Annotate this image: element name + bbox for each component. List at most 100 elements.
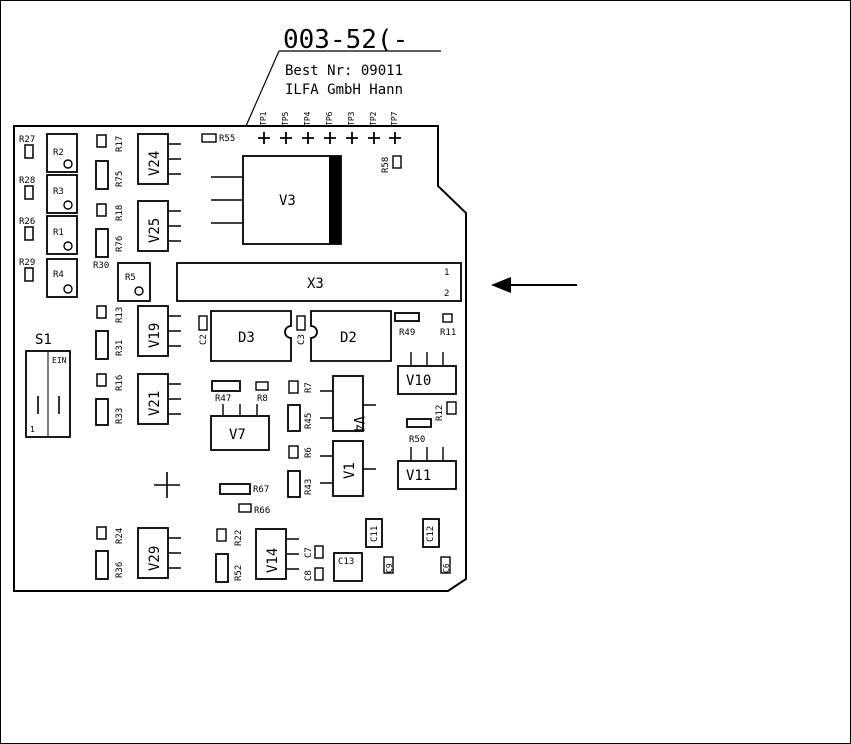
switch-s1: S1 EIN 1 [26,332,70,437]
v4-pins [320,391,376,418]
r16-label: R16 [115,375,125,391]
r5-label: R5 [125,273,136,283]
r55-body [202,134,216,142]
r16-body [97,374,106,386]
diode-packages: C2 D3 C3 D2 [199,311,391,361]
v21-label: V21 [147,391,163,416]
r4-label: R4 [53,270,64,280]
v10-label: V10 [406,373,431,389]
c9-label: C9 [385,563,394,573]
c11-label: C11 [370,526,380,542]
v29-pins [168,538,181,568]
tp4-label: TP4 [303,111,312,126]
r18-body [97,204,106,216]
r29-body [25,268,33,281]
r58-label: R58 [381,157,391,173]
transistor-packages: V24 V25 V19 V21 V29 [138,134,181,578]
v11-label: V11 [406,468,431,484]
r43-label: R43 [304,479,314,495]
v3-pins [211,177,243,223]
v14-pins [286,539,299,569]
c8-label: C8 [304,570,314,581]
x3-pin1: 1 [444,268,449,278]
arrow-head [491,277,511,293]
r22-body [217,529,226,541]
v25-label: V25 [147,218,163,243]
center-cluster: R47 R8 V7 R7 R45 V4 R6 R43 V1 [154,376,376,498]
test-points: TP1 TP5 TP4 TP6 TP3 TP2 TP7 [258,111,401,144]
d2-label: D2 [340,330,357,346]
r49-label: R49 [399,328,415,338]
r43-body [288,471,300,497]
r31-body [96,331,108,359]
r18-label: R18 [115,205,125,221]
r45-body [288,405,300,431]
c3-label: C3 [297,334,307,345]
r50-body [407,419,431,427]
v24-pins [168,144,181,174]
c12-label: C12 [426,526,436,542]
r26-label: R26 [19,217,35,227]
r75-label: R75 [115,171,125,187]
bottom-cluster: R67 R66 R22 R52 V14 C7 C8 C13 C11 C12 C9… [216,484,451,582]
r6-body [289,446,298,458]
r30-label: R30 [93,261,109,271]
r11-label: R11 [440,328,456,338]
r26-body [25,227,33,240]
order-number: Best Nr: 09011 [285,63,403,79]
r55-label: R55 [219,134,235,144]
c7-body [315,546,323,558]
r3-label: R3 [53,187,64,197]
r76-label: R76 [115,236,125,252]
r12-label: R12 [435,405,445,421]
connector-x3: X3 1 2 [177,263,461,301]
r7-body [289,381,298,393]
d3-label: D3 [238,330,255,346]
r24-body [97,527,106,539]
r11-body [443,314,452,322]
r27-label: R27 [19,135,35,145]
v29-label: V29 [147,546,163,571]
r58-body [393,156,401,168]
tp3-label: TP3 [347,111,356,126]
v3-label: V3 [279,193,296,209]
r66-label: R66 [254,506,270,516]
c7-label: C7 [304,547,314,558]
r50-label: R50 [409,435,425,445]
r49-body [395,313,419,321]
indicator-arrow [491,277,577,293]
r22-label: R22 [234,530,244,546]
r5-wiper [135,287,143,295]
v21-pins [168,384,181,414]
r27-body [25,145,33,158]
c2-label: C2 [199,334,209,345]
r1-wiper [64,242,72,250]
r8-label: R8 [257,394,268,404]
r67-body [220,484,250,494]
r17-label: R17 [115,136,125,152]
s1-ein: EIN [52,356,67,365]
x3-pin2: 2 [444,289,449,299]
tp7-label: TP7 [390,111,399,126]
v24-label: V24 [147,151,163,176]
r67-label: R67 [253,485,269,495]
tp5-label: TP5 [281,111,290,126]
tp2-label: TP2 [369,111,378,126]
v3-tab [329,156,341,244]
r6-label: R6 [304,447,314,458]
r12-body [447,402,456,414]
r8-body [256,382,268,390]
r29-label: R29 [19,258,35,268]
r28-label: R28 [19,176,35,186]
r36-label: R36 [115,562,125,578]
r75-body [96,161,108,189]
resistor-pairs: R17 R75 R18 R76 R13 R31 R16 R33 R24 R36 [96,135,125,579]
c13-label: C13 [338,557,354,567]
right-cluster: R49 R11 V10 R12 R50 V11 [395,313,456,489]
part-number: 003-52(- [283,25,408,55]
v19-pins [168,316,181,346]
r36-body [96,551,108,579]
tp1-label: TP1 [259,111,268,126]
v14-label: V14 [265,548,281,573]
